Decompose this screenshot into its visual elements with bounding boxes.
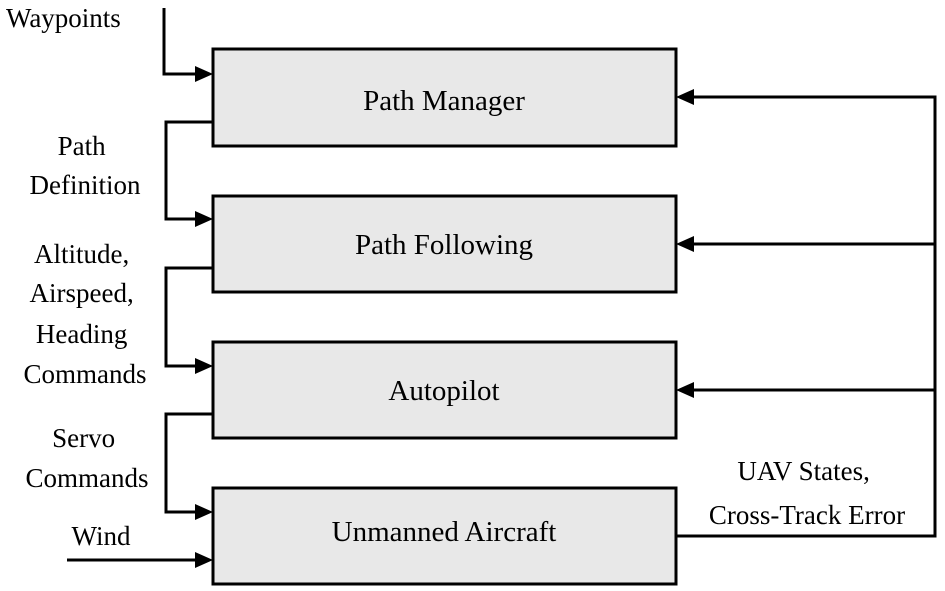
waypoints-label: Waypoints — [6, 3, 121, 33]
autopilot-block: Autopilot — [211, 340, 678, 440]
commands-line-1: Altitude, — [34, 239, 129, 269]
feedback-loop — [676, 89, 937, 538]
feedback-line-2: Cross-Track Error — [709, 500, 905, 530]
path-manager-label: Path Manager — [363, 85, 525, 117]
wind-label: Wind — [72, 521, 131, 551]
servo-commands-line-2: Commands — [25, 463, 148, 493]
path-definition-line-2: Definition — [30, 170, 141, 200]
feedback-label: UAV States, Cross-Track Error — [709, 456, 905, 530]
path-definition-arrow — [164, 120, 213, 227]
waypoints-arrow — [162, 8, 213, 82]
commands-arrow — [164, 266, 213, 374]
path-following-block: Path Following — [211, 194, 678, 294]
unmanned-aircraft-label: Unmanned Aircraft — [332, 516, 557, 548]
path-manager-block: Path Manager — [211, 47, 678, 148]
path-definition-line-1: Path — [58, 131, 107, 161]
servo-commands-label: Servo Commands — [25, 423, 148, 493]
unmanned-aircraft-block: Unmanned Aircraft — [211, 486, 678, 586]
wind-arrow — [67, 552, 213, 568]
servo-commands-arrow — [164, 412, 213, 520]
autopilot-label: Autopilot — [388, 375, 499, 407]
commands-label: Altitude, Airspeed, Heading Commands — [23, 239, 146, 389]
path-definition-label: Path Definition — [30, 131, 141, 200]
servo-commands-line-1: Servo — [52, 423, 115, 453]
feedback-line-1: UAV States, — [737, 456, 870, 486]
commands-line-2: Airspeed, — [30, 278, 134, 308]
commands-line-3: Heading — [36, 319, 127, 349]
path-following-label: Path Following — [355, 229, 533, 261]
feedback-label-backdrop — [682, 452, 930, 532]
commands-line-4: Commands — [23, 359, 146, 389]
